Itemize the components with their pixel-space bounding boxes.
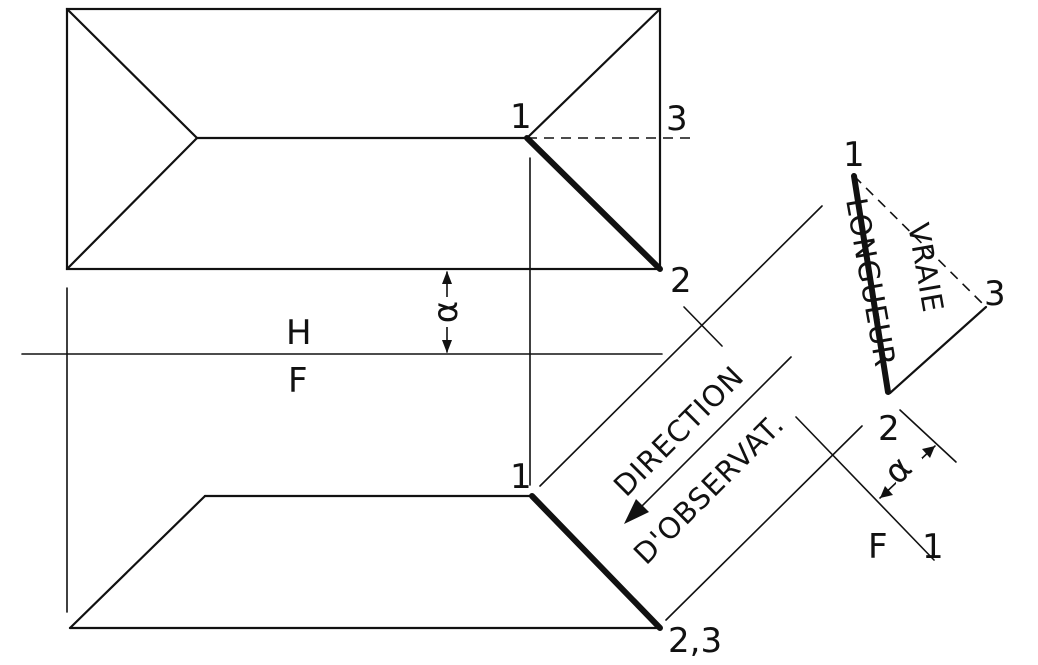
projection-lines [66, 157, 863, 621]
front-view-hip-highlight [529, 493, 663, 631]
front-label-23: 2,3 [668, 621, 722, 661]
top-alpha-label: α [426, 301, 466, 323]
aux-projection-1-3 [853, 175, 987, 308]
top-alpha-arrow-up [442, 271, 452, 284]
fold-label-f: F [288, 361, 308, 401]
projector-aux-1 [539, 205, 823, 487]
top-view: 1 3 2 [65, 7, 692, 301]
direction-arrow-shaft [635, 356, 792, 513]
fold-label-h: H [286, 313, 312, 353]
aux-fold-label-f: F [868, 527, 888, 567]
true-length-text-line2: LONGUEUR [839, 195, 902, 369]
top-alpha-label-bg [434, 297, 460, 327]
top-label-3: 3 [666, 99, 688, 139]
top-alpha-dimension: α [426, 271, 466, 353]
aux-label-1: 1 [843, 135, 865, 175]
fold-line-hf: H F [21, 313, 663, 401]
true-length-text-line1: VRAIE [901, 220, 950, 315]
top-view-hip-tl [65, 7, 199, 140]
aux-edge-3-2 [888, 305, 988, 395]
front-label-1: 1 [510, 457, 532, 497]
aux-alpha-label-bg [896, 458, 922, 484]
top-view-hip-12-highlight [524, 135, 663, 272]
top-label-2: 2 [670, 261, 692, 301]
auxiliary-view: 1 3 2 VRAIE LONGUEUR [839, 135, 1006, 449]
top-view-hip-tr [525, 7, 662, 140]
direction-text-line2: D'OBSERVAT. [627, 407, 791, 571]
fold-tick-top [683, 306, 723, 347]
top-alpha-arrow-down [442, 340, 452, 353]
aux-alpha-label: α [876, 448, 920, 492]
top-view-hip-bl [65, 136, 199, 271]
front-view: 1 2,3 [68, 457, 722, 661]
front-view-left-slope [68, 494, 207, 630]
aux-label-3: 3 [984, 274, 1006, 314]
true-length-line [851, 173, 891, 395]
top-label-1: 1 [510, 97, 532, 137]
aux-label-2: 2 [878, 409, 900, 449]
top-view-outline [65, 7, 662, 271]
projector-aux-23 [665, 425, 863, 621]
aux-alpha-extension [899, 409, 957, 463]
aux-fold-label-1: 1 [922, 527, 944, 567]
aux-alpha-arrow-1 [922, 446, 935, 458]
direction-arrow-head [624, 499, 649, 524]
aux-alpha-arrow-2 [880, 486, 893, 498]
aux-fold-line [795, 416, 935, 561]
